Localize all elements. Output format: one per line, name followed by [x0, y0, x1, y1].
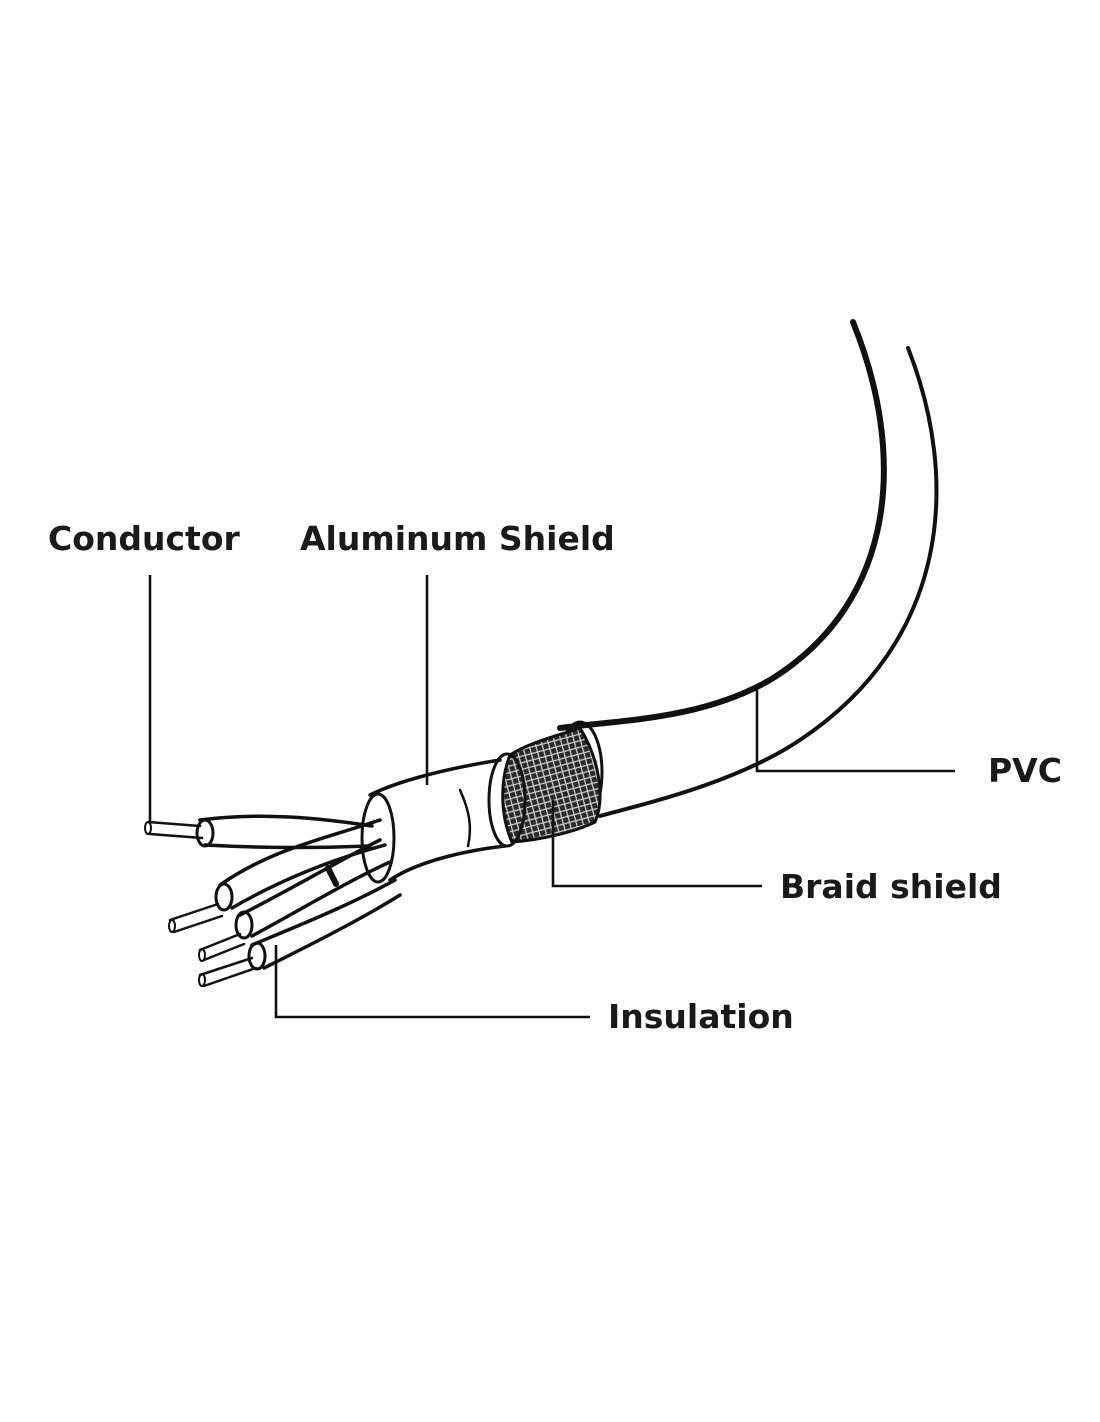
conductor-tips [144, 820, 258, 988]
conductor-label: Conductor [48, 519, 241, 558]
braid-shield-leader-line [551, 800, 762, 888]
pvc-label: PVC [988, 751, 1062, 790]
braid-shield-label: Braid shield [780, 867, 1002, 906]
insulated-wires [195, 814, 402, 971]
insulation-leader-line [274, 945, 590, 1019]
pvc-jacket [556, 319, 939, 824]
braid-shield [487, 726, 602, 848]
aluminum-shield-label: Aluminum Shield [300, 519, 615, 558]
insulation-label: Insulation [608, 997, 794, 1036]
pvc-leader-line [755, 690, 955, 773]
